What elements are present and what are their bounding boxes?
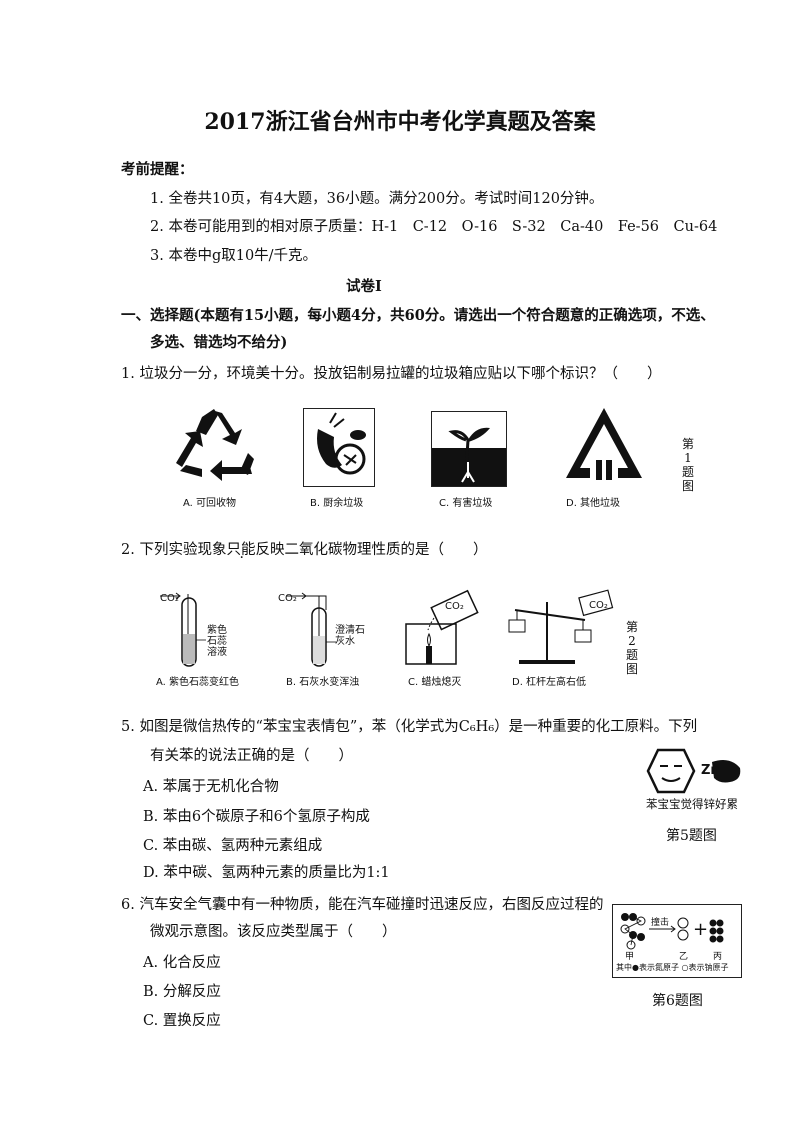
q2-co2-label-b: CO₂ — [278, 593, 297, 604]
food-waste-icon — [303, 408, 375, 487]
notice-item-1: 1. 全卷共10页，有4大题，36小题。满分200分。考试时间120分钟。 — [150, 191, 604, 207]
q5-image-caption: 苯宝宝觉得锌好累 — [646, 797, 738, 811]
section1-line2: 多选、错选均不给分) — [150, 334, 288, 351]
q2-stem-emphasis: 只能 — [226, 538, 255, 566]
paper-label: 试卷Ⅰ — [346, 278, 382, 295]
q6-figure-label: 第6题图 — [652, 993, 703, 1009]
page-title: 2017浙江省台州市中考化学真题及答案 — [204, 109, 596, 135]
candle-beaker-diagram — [405, 589, 479, 665]
other-waste-icon — [566, 408, 642, 480]
q1-side-label: 第1题图 — [681, 437, 694, 493]
q2-co2-label-a: CO₂ — [160, 593, 179, 604]
section1-line1: 一、选择题(本题有15小题，每小题4分，共60分。请选出一个符合题意的正确选项，… — [121, 307, 715, 324]
q6-legend: 其中●表示氮原子 ○表示钠原子 — [616, 963, 729, 972]
test-tube-limewater-diagram — [286, 592, 336, 667]
q6-name-bing: 丙 — [713, 952, 723, 962]
test-tube-litmus-diagram — [160, 592, 206, 667]
q5-option-c: C. 苯由碳、氢两种元素组成 — [143, 838, 323, 854]
q6-stem-line2: 微观示意图。该反应类型属于（ ） — [150, 924, 397, 940]
q2-co2-label-d: CO₂ — [589, 600, 608, 611]
q6-option-a: A. 化合反应 — [143, 955, 221, 971]
q2-option-b: B. 石灰水变浑浊 — [286, 677, 360, 688]
q5-option-b: B. 苯由6个碳原子和6个氢原子构成 — [143, 809, 370, 825]
q5-figure-label: 第5题图 — [666, 828, 717, 844]
q1-option-c: C. 有害垃圾 — [439, 498, 493, 509]
lever-balance-diagram — [508, 589, 614, 664]
notice-item-2: 2. 本卷可能用到的相对原子质量：H-1 C-12 O-16 S-32 Ca-4… — [150, 219, 718, 235]
zinc-symbol: Zn — [701, 763, 720, 778]
q2-stem-pre: 2. 下列实验现象 — [121, 542, 227, 558]
recycle-icon — [176, 409, 254, 481]
q1-option-b: B. 厨余垃圾 — [310, 498, 364, 509]
q5-option-a: A. 苯属于无机化合物 — [143, 779, 279, 795]
q2-stem-post: 反映二氧化碳物理性质的是（ ） — [255, 542, 488, 558]
q6-name-jia: 甲 — [625, 952, 635, 962]
q1-option-d: D. 其他垃圾 — [566, 498, 621, 509]
zinc-fur-icon — [712, 760, 741, 783]
q5-stem-line2: 有关苯的说法正确的是（ ） — [150, 748, 353, 764]
q6-plus: + — [693, 919, 709, 940]
reaction-diagram: 撞击 + 甲 乙 丙 其中●表示氮原子 ○表示钠原子 — [612, 904, 742, 978]
q2-co2-label-c: CO₂ — [445, 601, 464, 612]
q2-option-c: C. 蜡烛熄灭 — [408, 677, 462, 688]
q2-stem: 2. 下列实验现象只能反映二氧化碳物理性质的是（ ） — [121, 538, 488, 566]
q2-limewater-label: 澄清石灰水 — [335, 625, 365, 647]
benzene-face-icon — [646, 748, 696, 794]
q2-option-a: A. 紫色石蕊变红色 — [156, 677, 240, 688]
q5-stem-line1: 5. 如图是微信热传的“苯宝宝表情包”，苯（化学式为C₆H₆）是一种重要的化工原… — [121, 719, 698, 735]
hazardous-waste-icon — [431, 411, 507, 487]
q6-name-yi: 乙 — [679, 952, 689, 962]
q1-option-a: A. 可回收物 — [183, 498, 237, 509]
q6-stem-line1: 6. 汽车安全气囊中有一种物质，能在汽车碰撞时迅速反应，右图反应过程的 — [121, 897, 604, 913]
notice-heading: 考前提醒： — [121, 161, 194, 178]
q6-arrow-label: 撞击 — [651, 918, 670, 928]
q2-side-label: 第2题图 — [625, 620, 638, 676]
q6-option-c: C. 置换反应 — [143, 1013, 221, 1029]
q2-option-d: D. 杠杆左高右低 — [512, 677, 587, 688]
q2-litmus-label: 紫色石蕊溶液 — [207, 625, 227, 658]
notice-item-3: 3. 本卷中g取10牛/千克。 — [150, 248, 318, 264]
q1-stem: 1. 垃圾分一分，环境美十分。投放铝制易拉罐的垃圾箱应贴以下哪个标识？（ ） — [121, 366, 662, 382]
q6-option-b: B. 分解反应 — [143, 984, 221, 1000]
q5-option-d: D. 苯中碳、氢两种元素的质量比为1:1 — [143, 865, 390, 881]
